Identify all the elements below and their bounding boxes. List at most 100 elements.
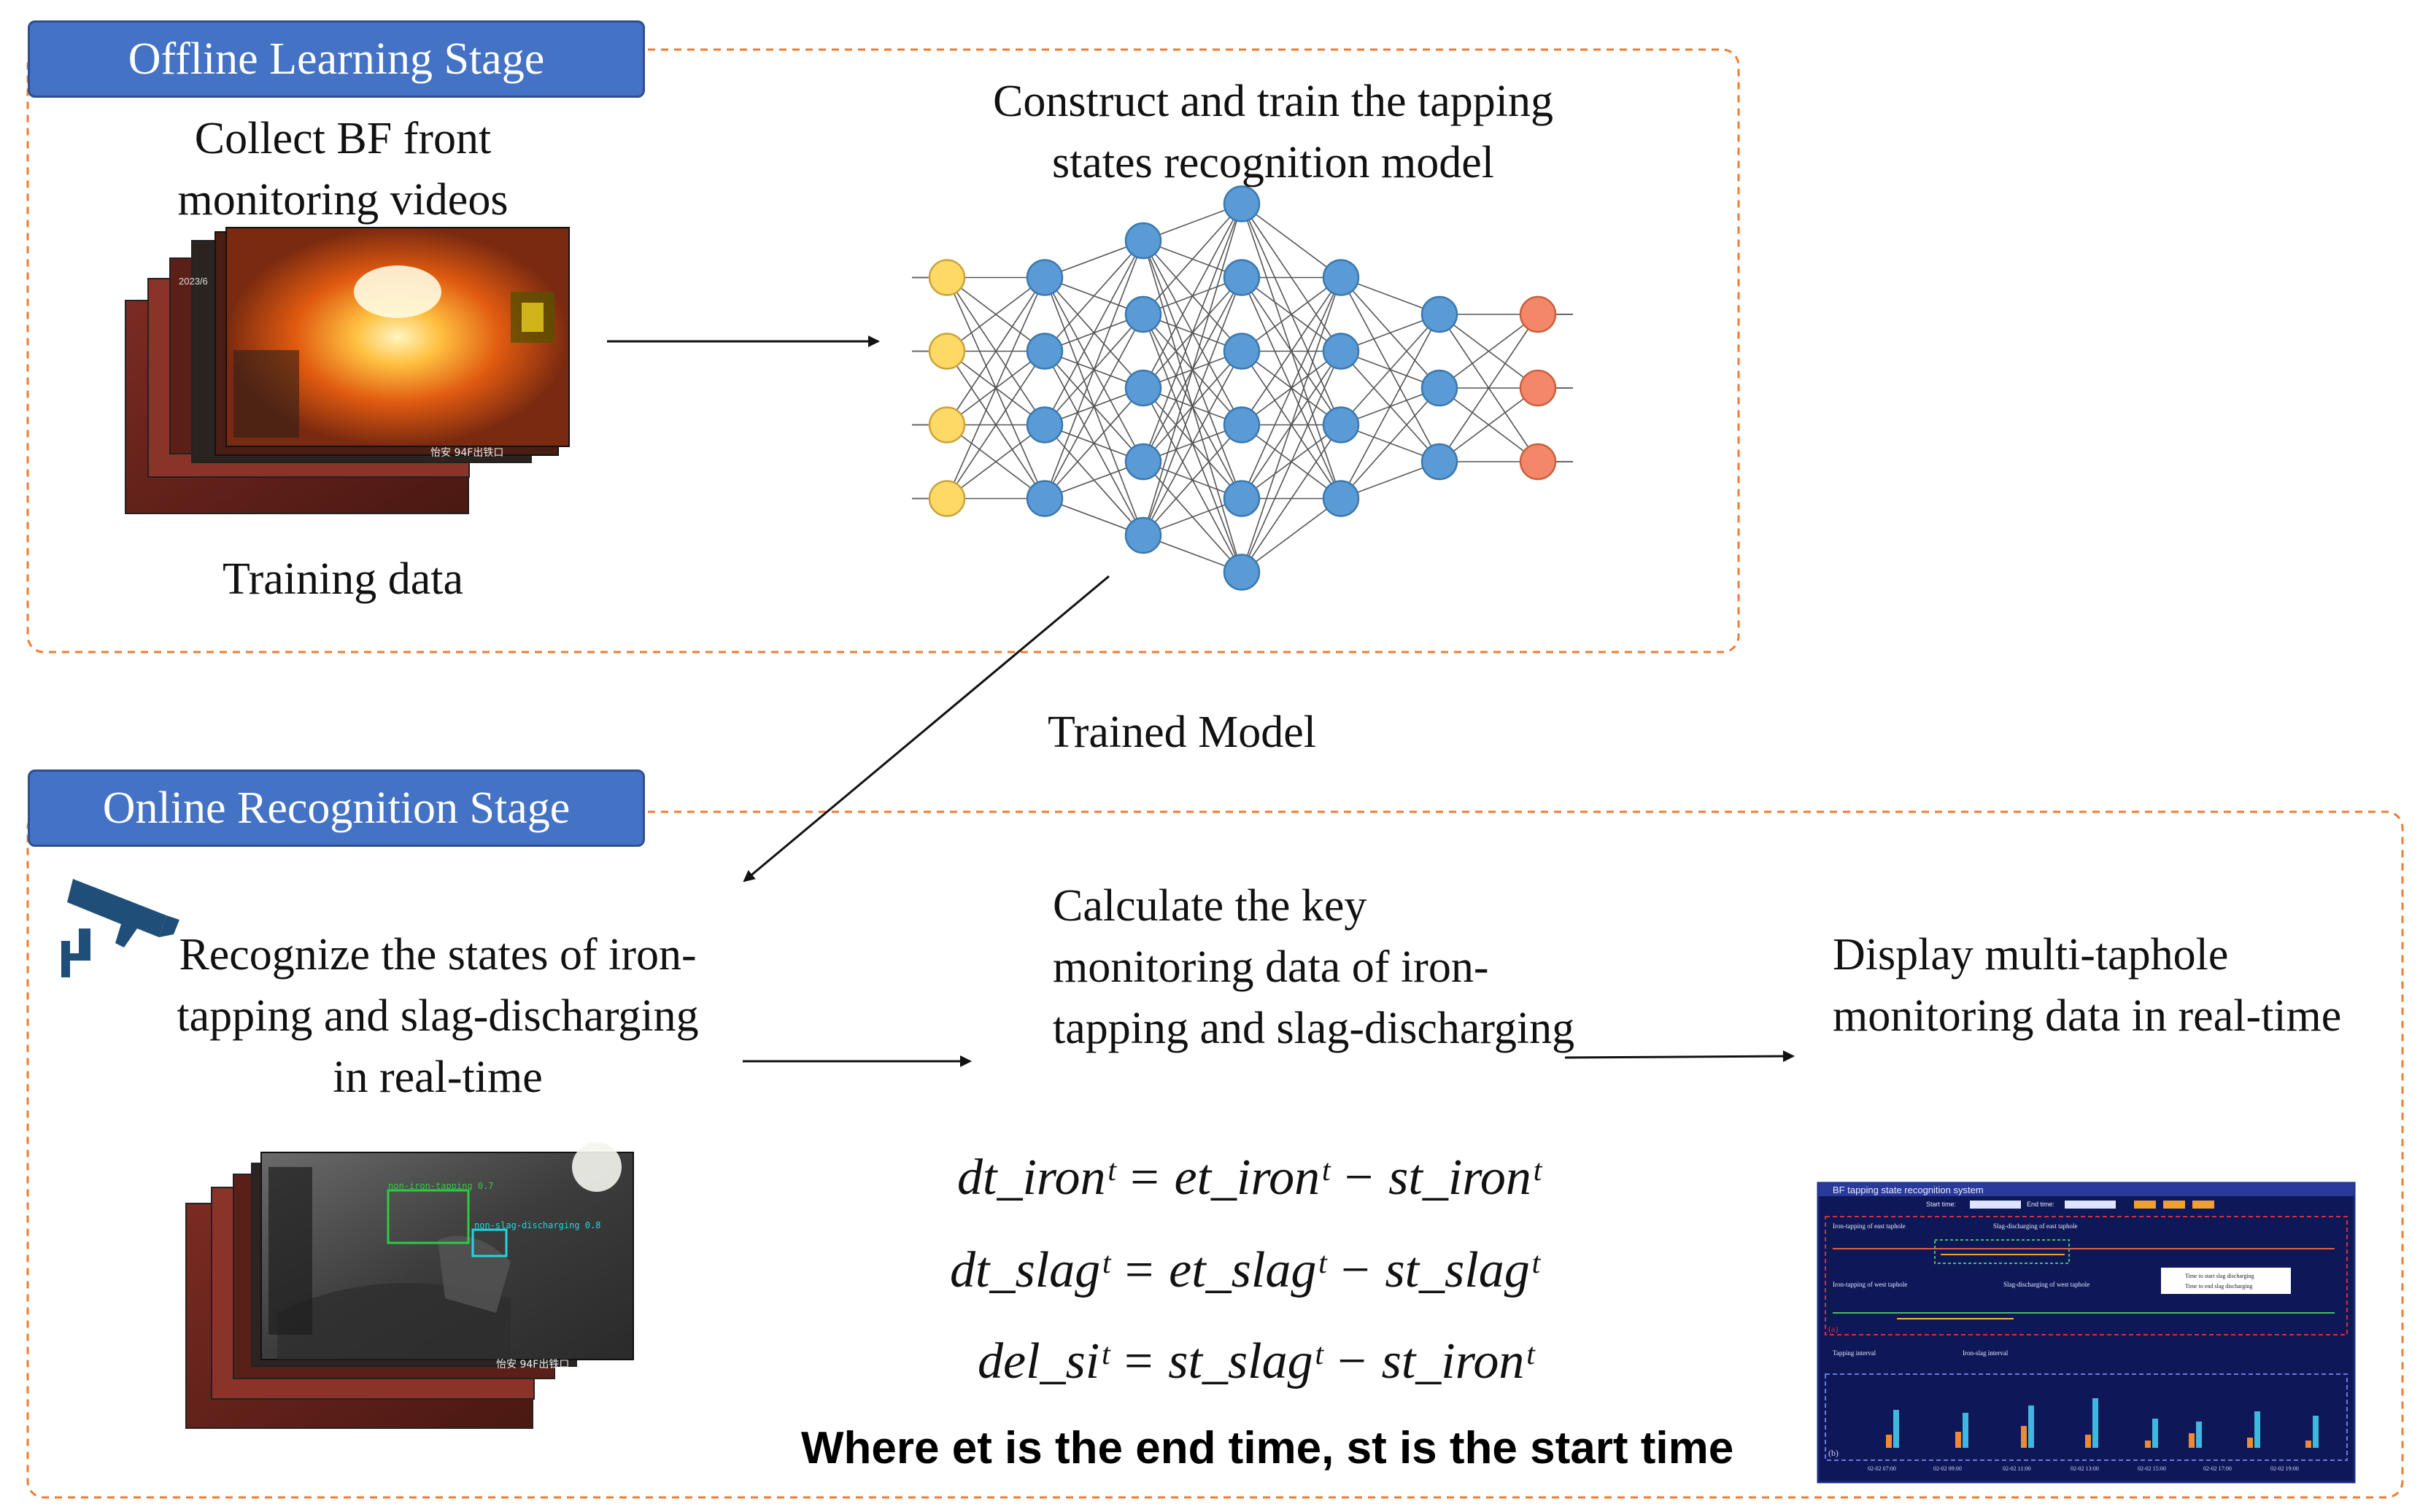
network-edge [1143, 424, 1242, 536]
network-edge [1439, 314, 1539, 389]
network-edge [1143, 203, 1242, 389]
screen-x-tick: 02-02 19:00 [2270, 1465, 2299, 1472]
screen-bar [2028, 1406, 2034, 1448]
svg-text:Iron-slag interval: Iron-slag interval [1963, 1349, 2009, 1357]
screen-bar [2152, 1419, 2158, 1448]
monitoring-screenshot: BF tapping state recognition system Star… [1817, 1182, 2356, 1484]
screen-bar [2254, 1411, 2260, 1448]
screen-bar-chart [1886, 1398, 2319, 1448]
input-node [928, 406, 966, 443]
input-node [928, 333, 966, 370]
recognize-states-text: Recognize the states of iron-tapping and… [177, 930, 699, 1102]
screen-bar [1963, 1413, 1968, 1448]
network-edge [1044, 240, 1144, 425]
svg-text:Tapping interval: Tapping interval [1833, 1349, 1876, 1357]
hidden-node [1124, 516, 1162, 554]
hidden-node [1322, 480, 1360, 517]
arrow-calculate-to-display [1564, 1050, 1795, 1063]
network-edge [1143, 203, 1242, 462]
svg-text:Iron-tapping of east taphole: Iron-tapping of east taphole [1833, 1222, 1906, 1230]
online-stage-label: Online Recognition Stage [28, 769, 645, 847]
photo-stamp-bottom: 怡安 94F出铁口 [496, 1359, 569, 1371]
output-node [1519, 443, 1557, 481]
detection-box-iron [387, 1189, 470, 1244]
screen-bar [2145, 1441, 2151, 1448]
screen-x-tick: 02-02 15:00 [2138, 1465, 2166, 1472]
hidden-node [1322, 333, 1360, 370]
network-edge [1340, 387, 1440, 500]
hidden-node [1223, 333, 1261, 370]
hidden-node [1223, 554, 1261, 591]
svg-text:Time to end slag discharging: Time to end slag discharging [2185, 1283, 2252, 1290]
input-node [928, 259, 966, 296]
detection-label-slag: non-slag-discharging 0.8 [474, 1220, 600, 1230]
svg-text:Time to start slag discharging: Time to start slag discharging [2185, 1273, 2254, 1279]
hidden-node [1026, 333, 1064, 370]
network-edge [1044, 387, 1144, 500]
hidden-node [1124, 295, 1162, 333]
hidden-node [1322, 406, 1360, 443]
detection-box-slag [471, 1228, 508, 1257]
network-edge [1241, 276, 1342, 352]
network-edge [1439, 387, 1539, 462]
network-edge [1143, 277, 1242, 536]
hidden-node [1124, 369, 1162, 407]
screen-x-tick: 02-02 13:00 [2071, 1465, 2099, 1472]
network-edge [1143, 203, 1242, 315]
network-edge [1143, 203, 1242, 536]
hidden-node [1322, 259, 1360, 296]
hidden-node [1223, 406, 1261, 443]
output-node [1519, 295, 1557, 333]
training-video-stack: 2023/6 怡安 94F出铁口 [125, 227, 570, 514]
hidden-node [1223, 259, 1261, 296]
network-edge [1241, 277, 1342, 573]
formula-dt-slag: dt_slagᵗ = et_slagᵗ − st_slagᵗ [950, 1242, 1539, 1298]
screen-title: BF tapping state recognition system [1833, 1185, 1984, 1195]
network-edge [1241, 277, 1342, 425]
screen-bar [2021, 1426, 2027, 1448]
display-data-text: Display multi-taphole monitoring data in… [1833, 930, 2342, 1041]
formula-del-si: del_siᵗ = st_slagᵗ − st_ironᵗ [978, 1333, 1534, 1389]
screen-bar [2196, 1422, 2202, 1448]
screen-bar [1955, 1432, 1961, 1448]
hidden-node [1223, 480, 1261, 517]
screen-panel-b: (b) [1828, 1448, 1839, 1458]
screen-bar [1893, 1410, 1899, 1448]
network-edge [1143, 351, 1242, 536]
screen-x-tick: 02-02 07:00 [1868, 1465, 1896, 1472]
trained-model-label: Trained Model [1048, 707, 1316, 757]
network-edge [1439, 314, 1539, 462]
screen-bar [2313, 1416, 2319, 1448]
network-edge [946, 277, 1045, 499]
security-camera-icon [61, 879, 179, 977]
screen-bar [2092, 1398, 2098, 1448]
network-edge [946, 351, 1045, 499]
hidden-node [1026, 259, 1064, 296]
screen-x-tick: 02-02 09:00 [1933, 1465, 1962, 1472]
network-edge [1241, 203, 1342, 279]
hidden-node [1420, 443, 1458, 481]
network-edge [1044, 240, 1144, 352]
screen-x-tick: 02-02 17:00 [2203, 1465, 2232, 1472]
svg-text:2023/6: 2023/6 [179, 276, 208, 287]
hidden-node [1026, 406, 1064, 443]
screen-x-ticks: 02-02 07:00 02-02 09:00 02-02 11:00 02-02 1… [1868, 1465, 2299, 1472]
screen-bar [2247, 1438, 2253, 1448]
screen-panel-a: (a) [1828, 1324, 1838, 1334]
calculate-data-text: Calculate the key monitoring data of iro… [1053, 881, 1575, 1053]
hidden-node [1223, 185, 1261, 222]
training-data-label: Training data [222, 554, 464, 604]
realtime-video-stack: non-iron-tapping 0.7 non-slag-dischargin… [185, 1142, 634, 1429]
network-edge [946, 424, 1045, 500]
screen-bar [2085, 1435, 2091, 1448]
offline-stage-box [26, 48, 1740, 654]
neural-network [912, 185, 1573, 591]
offline-stage-label: Offline Learning Stage [28, 20, 645, 98]
model-construct-text: Construct and train the tapping states r… [993, 77, 1553, 187]
screen-x-tick: 02-02 11:00 [2003, 1465, 2031, 1472]
input-node [928, 480, 966, 517]
arrow-trained-model [743, 575, 1110, 883]
svg-text:Iron-tapping of west taphole: Iron-tapping of west taphole [1833, 1281, 1907, 1288]
hidden-node [1420, 295, 1458, 333]
